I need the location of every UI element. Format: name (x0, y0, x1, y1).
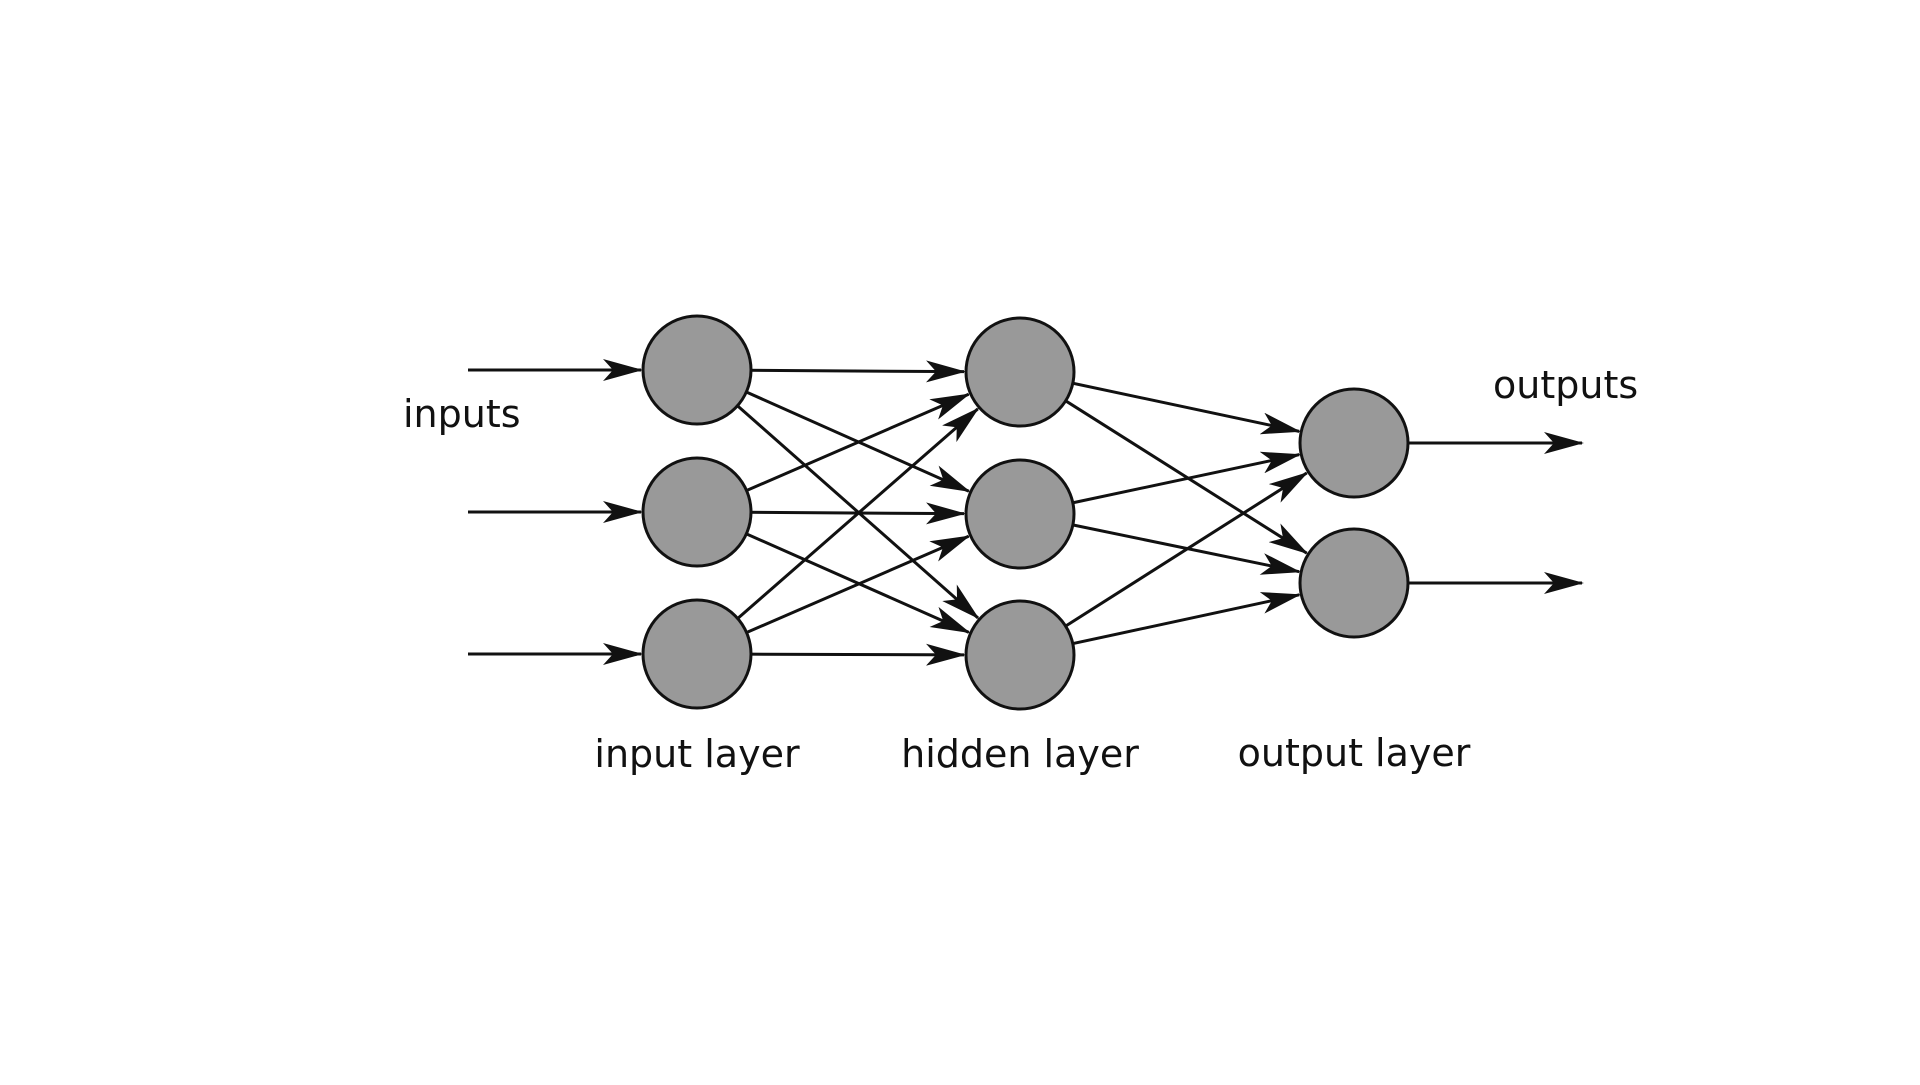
output-node (1300, 389, 1408, 497)
connection-arrow (747, 370, 964, 371)
outputs-label: outputs (1493, 363, 1638, 407)
connection-arrow (1069, 455, 1299, 504)
hidden-node (966, 601, 1074, 709)
output-node (1300, 529, 1408, 637)
connection-arrow (1069, 524, 1299, 572)
connection-arrow (743, 532, 969, 632)
connection-arrow (747, 654, 964, 655)
input-node (643, 600, 751, 708)
hidden-node (966, 460, 1074, 568)
input-node (643, 316, 751, 424)
connection-arrow (747, 512, 964, 513)
input-node (643, 458, 751, 566)
output-layer-label: output layer (1238, 731, 1471, 775)
hidden-node (966, 318, 1074, 426)
inputs-label: inputs (403, 392, 521, 436)
hidden-layer-label: hidden layer (901, 732, 1139, 776)
input-layer-label: input layer (594, 732, 800, 776)
